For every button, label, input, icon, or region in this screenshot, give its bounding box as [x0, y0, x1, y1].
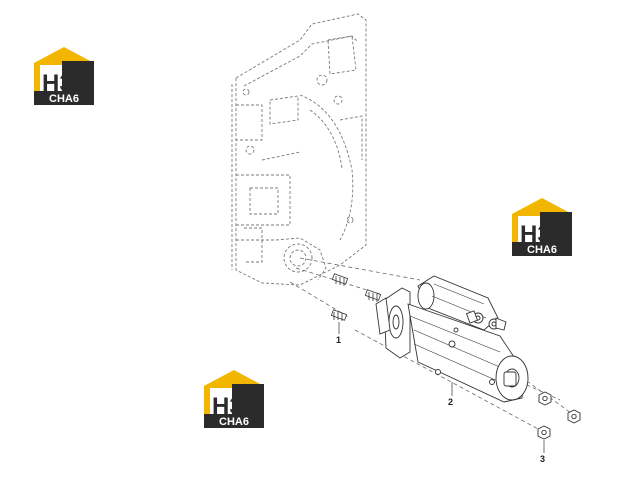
flywheel-housing [231, 13, 367, 286]
nuts [537, 391, 581, 440]
callout-3-label: 3 [540, 454, 545, 464]
logo-word: CHA6 [49, 93, 79, 105]
brand-logo: H3 CHA6 [512, 198, 572, 256]
stud-bolt [364, 289, 382, 302]
logo-word: CHA6 [527, 244, 557, 256]
hex-nut [538, 391, 552, 406]
brand-logo: H3 CHA6 [34, 47, 94, 105]
callout-1-label: 1 [336, 335, 341, 345]
callout-2-label: 2 [448, 397, 453, 407]
stud-bolt [330, 309, 348, 321]
hex-nut [537, 425, 551, 440]
starter-motor [375, 275, 529, 403]
logo-word: CHA6 [219, 416, 249, 428]
stud-bolt [331, 273, 349, 286]
hex-nut [567, 409, 581, 424]
brand-logo: H3 CHA6 [204, 370, 264, 428]
stud-bolts [330, 273, 382, 321]
callout-leaders [338, 322, 545, 453]
